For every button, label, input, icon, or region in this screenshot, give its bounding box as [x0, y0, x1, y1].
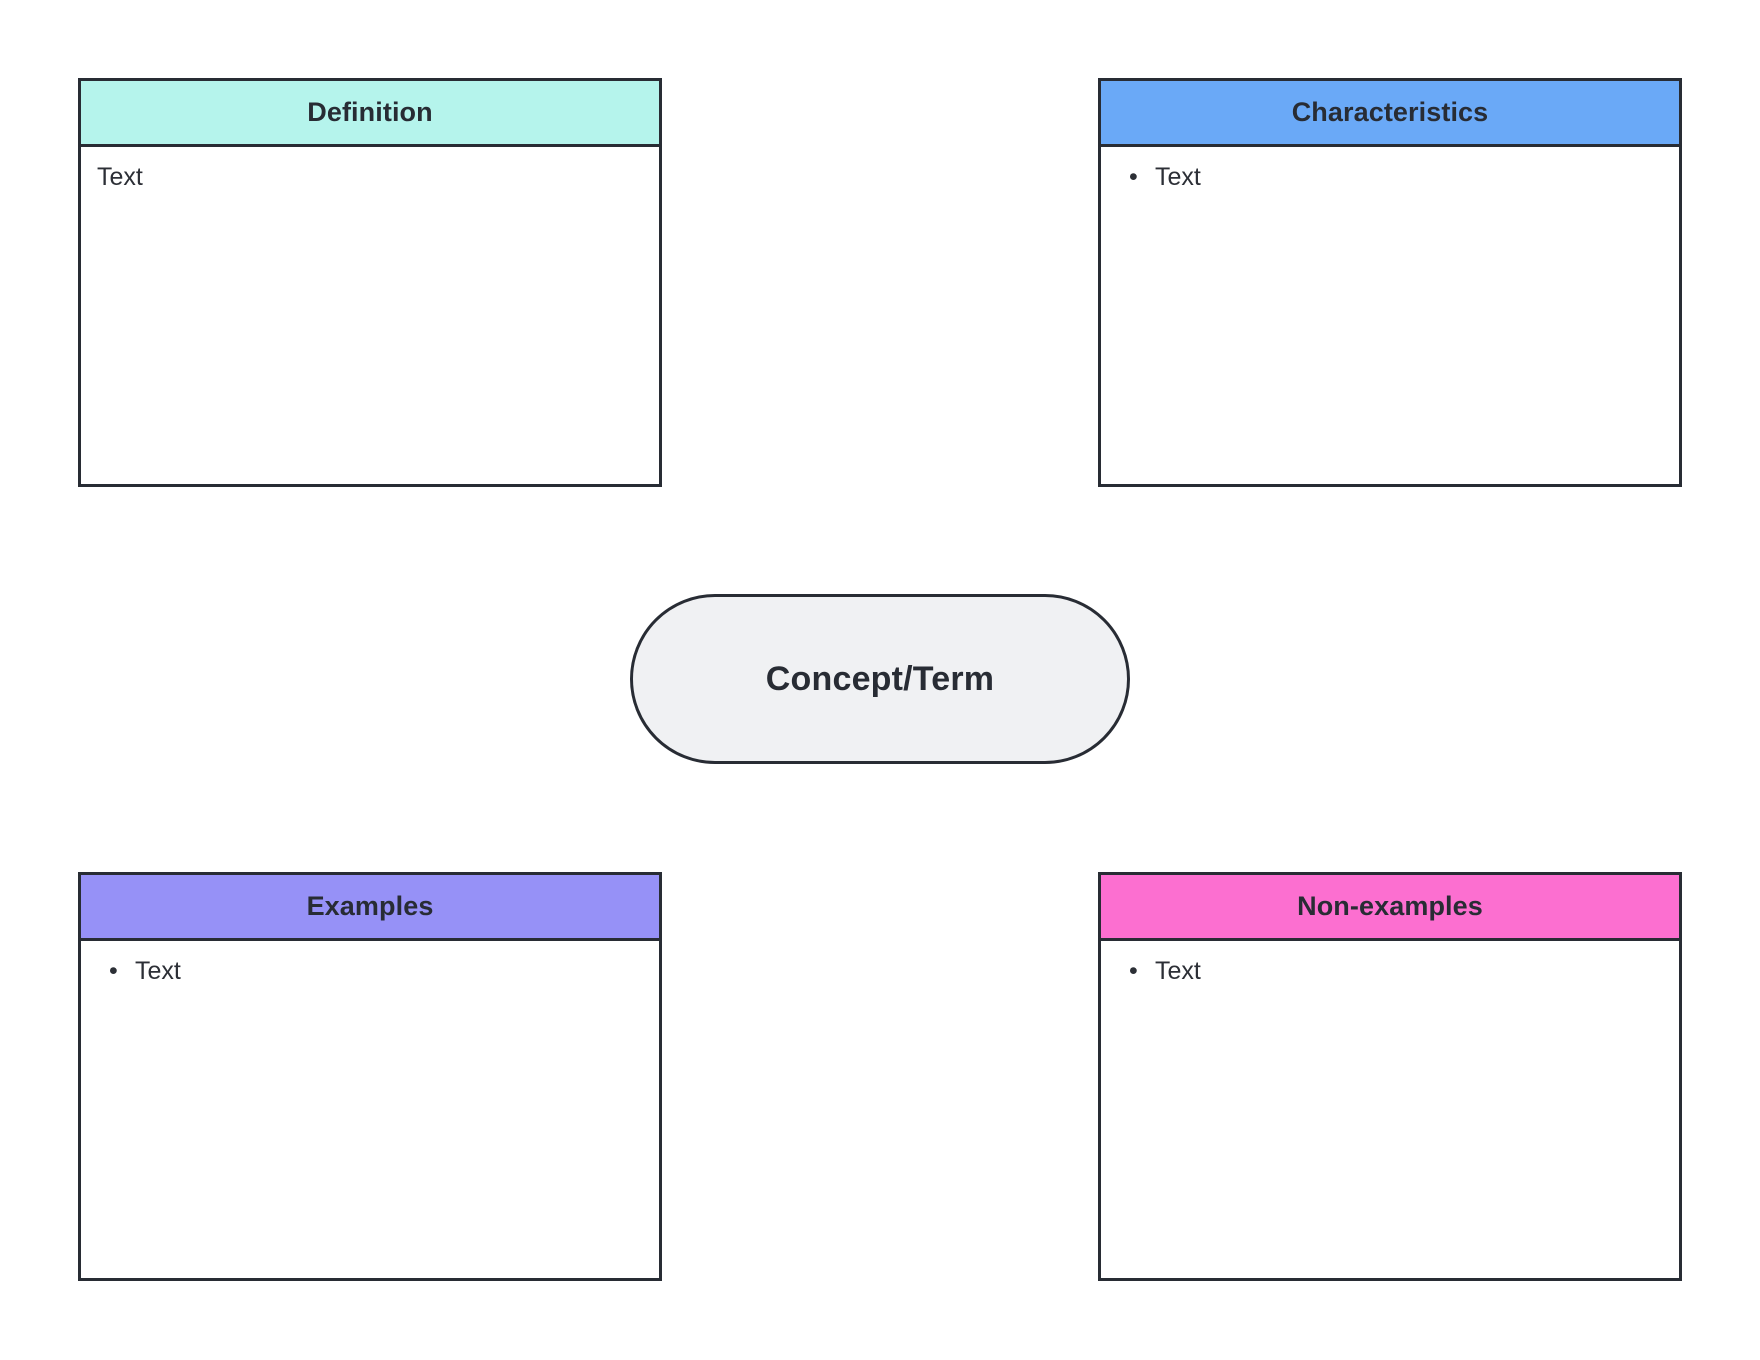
quadrant-nonexamples-header: Non-examples — [1101, 875, 1679, 941]
bullet-icon: • — [1129, 957, 1138, 985]
quadrant-characteristics-body[interactable]: • Text — [1101, 147, 1679, 484]
list-item[interactable]: • Text — [1117, 161, 1663, 194]
concept-term-node[interactable]: Concept/Term — [630, 594, 1130, 764]
quadrant-characteristics-header: Characteristics — [1101, 81, 1679, 147]
bullet-icon: • — [1129, 163, 1138, 191]
quadrant-definition-body[interactable]: Text — [81, 147, 659, 484]
concept-term-label: Concept/Term — [765, 659, 995, 698]
list-item[interactable]: • Text — [1117, 955, 1663, 988]
quadrant-characteristics[interactable]: Characteristics • Text — [1098, 78, 1682, 487]
quadrant-characteristics-text[interactable]: Text — [1155, 163, 1201, 191]
quadrant-definition[interactable]: Definition Text — [78, 78, 662, 487]
quadrant-nonexamples-body[interactable]: • Text — [1101, 941, 1679, 1278]
bullet-icon: • — [109, 957, 118, 985]
quadrant-examples-text[interactable]: Text — [135, 957, 181, 985]
quadrant-definition-header: Definition — [81, 81, 659, 147]
quadrant-definition-text[interactable]: Text — [97, 163, 143, 191]
quadrant-examples-header: Examples — [81, 875, 659, 941]
quadrant-examples-body[interactable]: • Text — [81, 941, 659, 1278]
nonexamples-list: • Text — [1117, 955, 1663, 988]
quadrant-examples[interactable]: Examples • Text — [78, 872, 662, 1281]
characteristics-list: • Text — [1117, 161, 1663, 194]
quadrant-nonexamples-text[interactable]: Text — [1155, 957, 1201, 985]
examples-list: • Text — [97, 955, 643, 988]
quadrant-nonexamples[interactable]: Non-examples • Text — [1098, 872, 1682, 1281]
list-item[interactable]: • Text — [97, 955, 643, 988]
